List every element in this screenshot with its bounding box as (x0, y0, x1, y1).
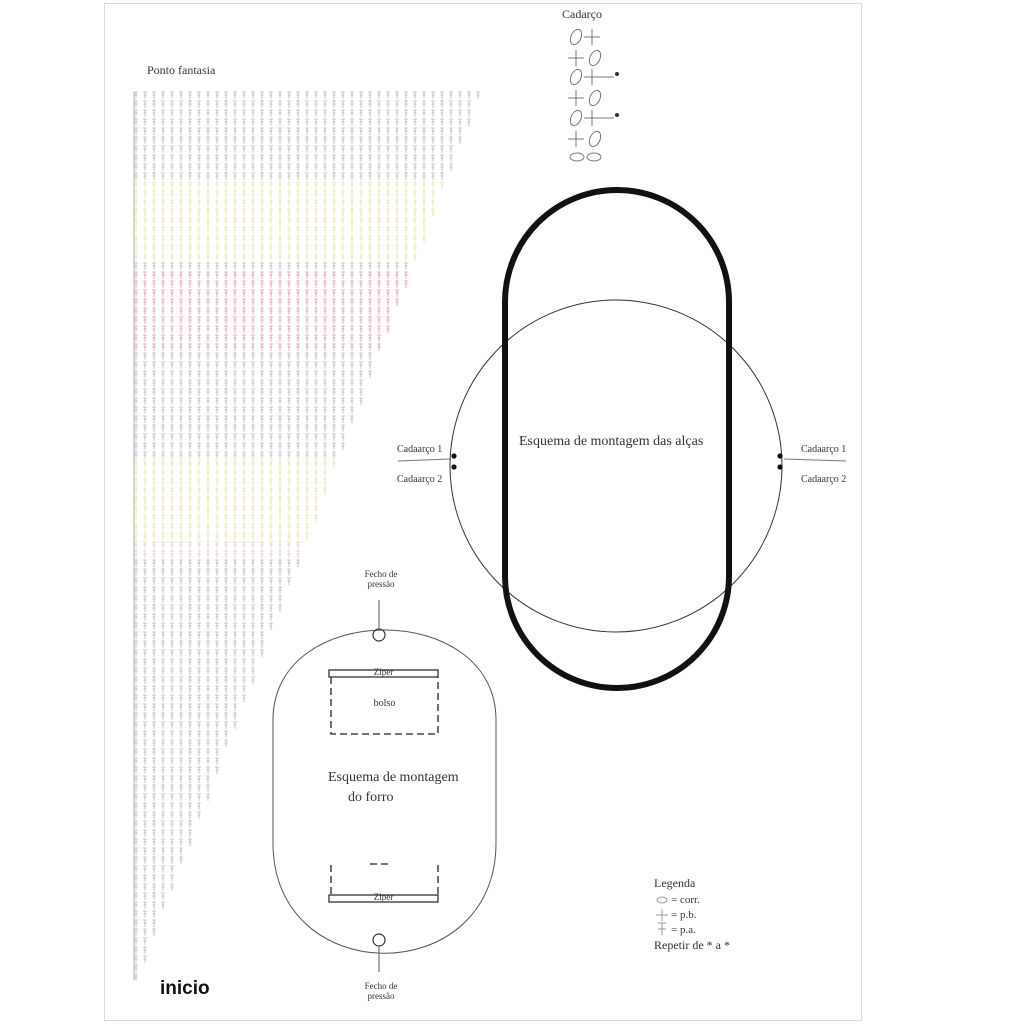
single-crochet-symbol (568, 90, 584, 106)
stitch-row-gray (134, 91, 480, 981)
zipper-top (328, 669, 439, 678)
chain-stitch-symbol (569, 109, 583, 127)
left-cord-1-label: Cadaarço 1 (397, 444, 443, 455)
handle-loop (502, 187, 732, 691)
pattern-sheet (104, 3, 862, 1021)
single-crochet-symbol (584, 110, 614, 126)
chain-stitch-symbol (588, 49, 602, 67)
single-crochet-symbol (568, 131, 584, 147)
snap-button-icon (372, 933, 386, 947)
zipper-bottom (328, 894, 439, 903)
cord-attachment-point (451, 453, 457, 459)
cord-attachment-point (451, 464, 457, 470)
chain-stitch-symbol (569, 152, 585, 162)
lace-title: Cadarço (562, 7, 602, 21)
chain-stitch-symbol (588, 130, 602, 148)
chart-title: Ponto fantasia (147, 63, 216, 77)
lining-outline (272, 629, 497, 954)
legend-single-text: = p.b. (671, 909, 697, 921)
pocket-outline (330, 677, 439, 735)
stitch-row-yellow (134, 181, 444, 540)
right-cord-1-label: Cadaarço 1 (801, 444, 847, 455)
pocket-outline-bottom (330, 863, 439, 895)
repeat-marker (615, 72, 619, 76)
lace-stitch-diagram (568, 28, 614, 162)
cord-leader-line (783, 458, 847, 462)
legend-title: Legenda (654, 876, 696, 890)
stitch-row-pink (134, 541, 300, 558)
chain-stitch-symbol (586, 152, 602, 162)
repeat-marker (615, 113, 619, 117)
right-cord-2-label: Cadaarço 2 (801, 474, 847, 485)
snap-bottom-label: Fecho de pressão (364, 981, 398, 1001)
legend-double-text: = p.a. (671, 924, 696, 936)
left-cord-2-label: Cadaarço 2 (397, 474, 443, 485)
bag-body-circle (449, 299, 783, 633)
single-crochet-legend-icon (656, 909, 668, 921)
stitch-chart-triangle (133, 91, 480, 981)
start-label: inicio (160, 978, 210, 999)
lining-title-line1: Esquema de montagem (328, 770, 459, 785)
snap-top-label: Fecho de pressão (364, 569, 398, 589)
legend-repeat-text: Repetir de * a * (654, 938, 730, 952)
single-crochet-symbol (568, 50, 584, 66)
single-crochet-symbol (584, 29, 600, 45)
chain-stitch-symbol (569, 68, 583, 86)
lining-title-line2: do forro (348, 790, 394, 805)
stitch-row-red (134, 271, 408, 351)
cord-attachment-point (777, 464, 783, 470)
handles-title: Esquema de montagem das alças (519, 434, 704, 449)
legend-chain-text: = corr. (671, 894, 700, 906)
pocket-label: bolso (373, 698, 396, 709)
zipper-bottom-label: Ziper (373, 892, 394, 902)
single-crochet-symbol (584, 69, 614, 85)
double-crochet-legend-icon (658, 922, 666, 935)
zipper-top-label: Ziper (373, 667, 394, 677)
chain-stitch-symbol (588, 89, 602, 107)
chain-legend-icon (656, 896, 668, 904)
cord-attachment-point (777, 453, 783, 459)
snap-button-icon (372, 628, 386, 642)
chain-stitch-symbol (569, 28, 583, 46)
cord-leader-line (397, 458, 451, 462)
